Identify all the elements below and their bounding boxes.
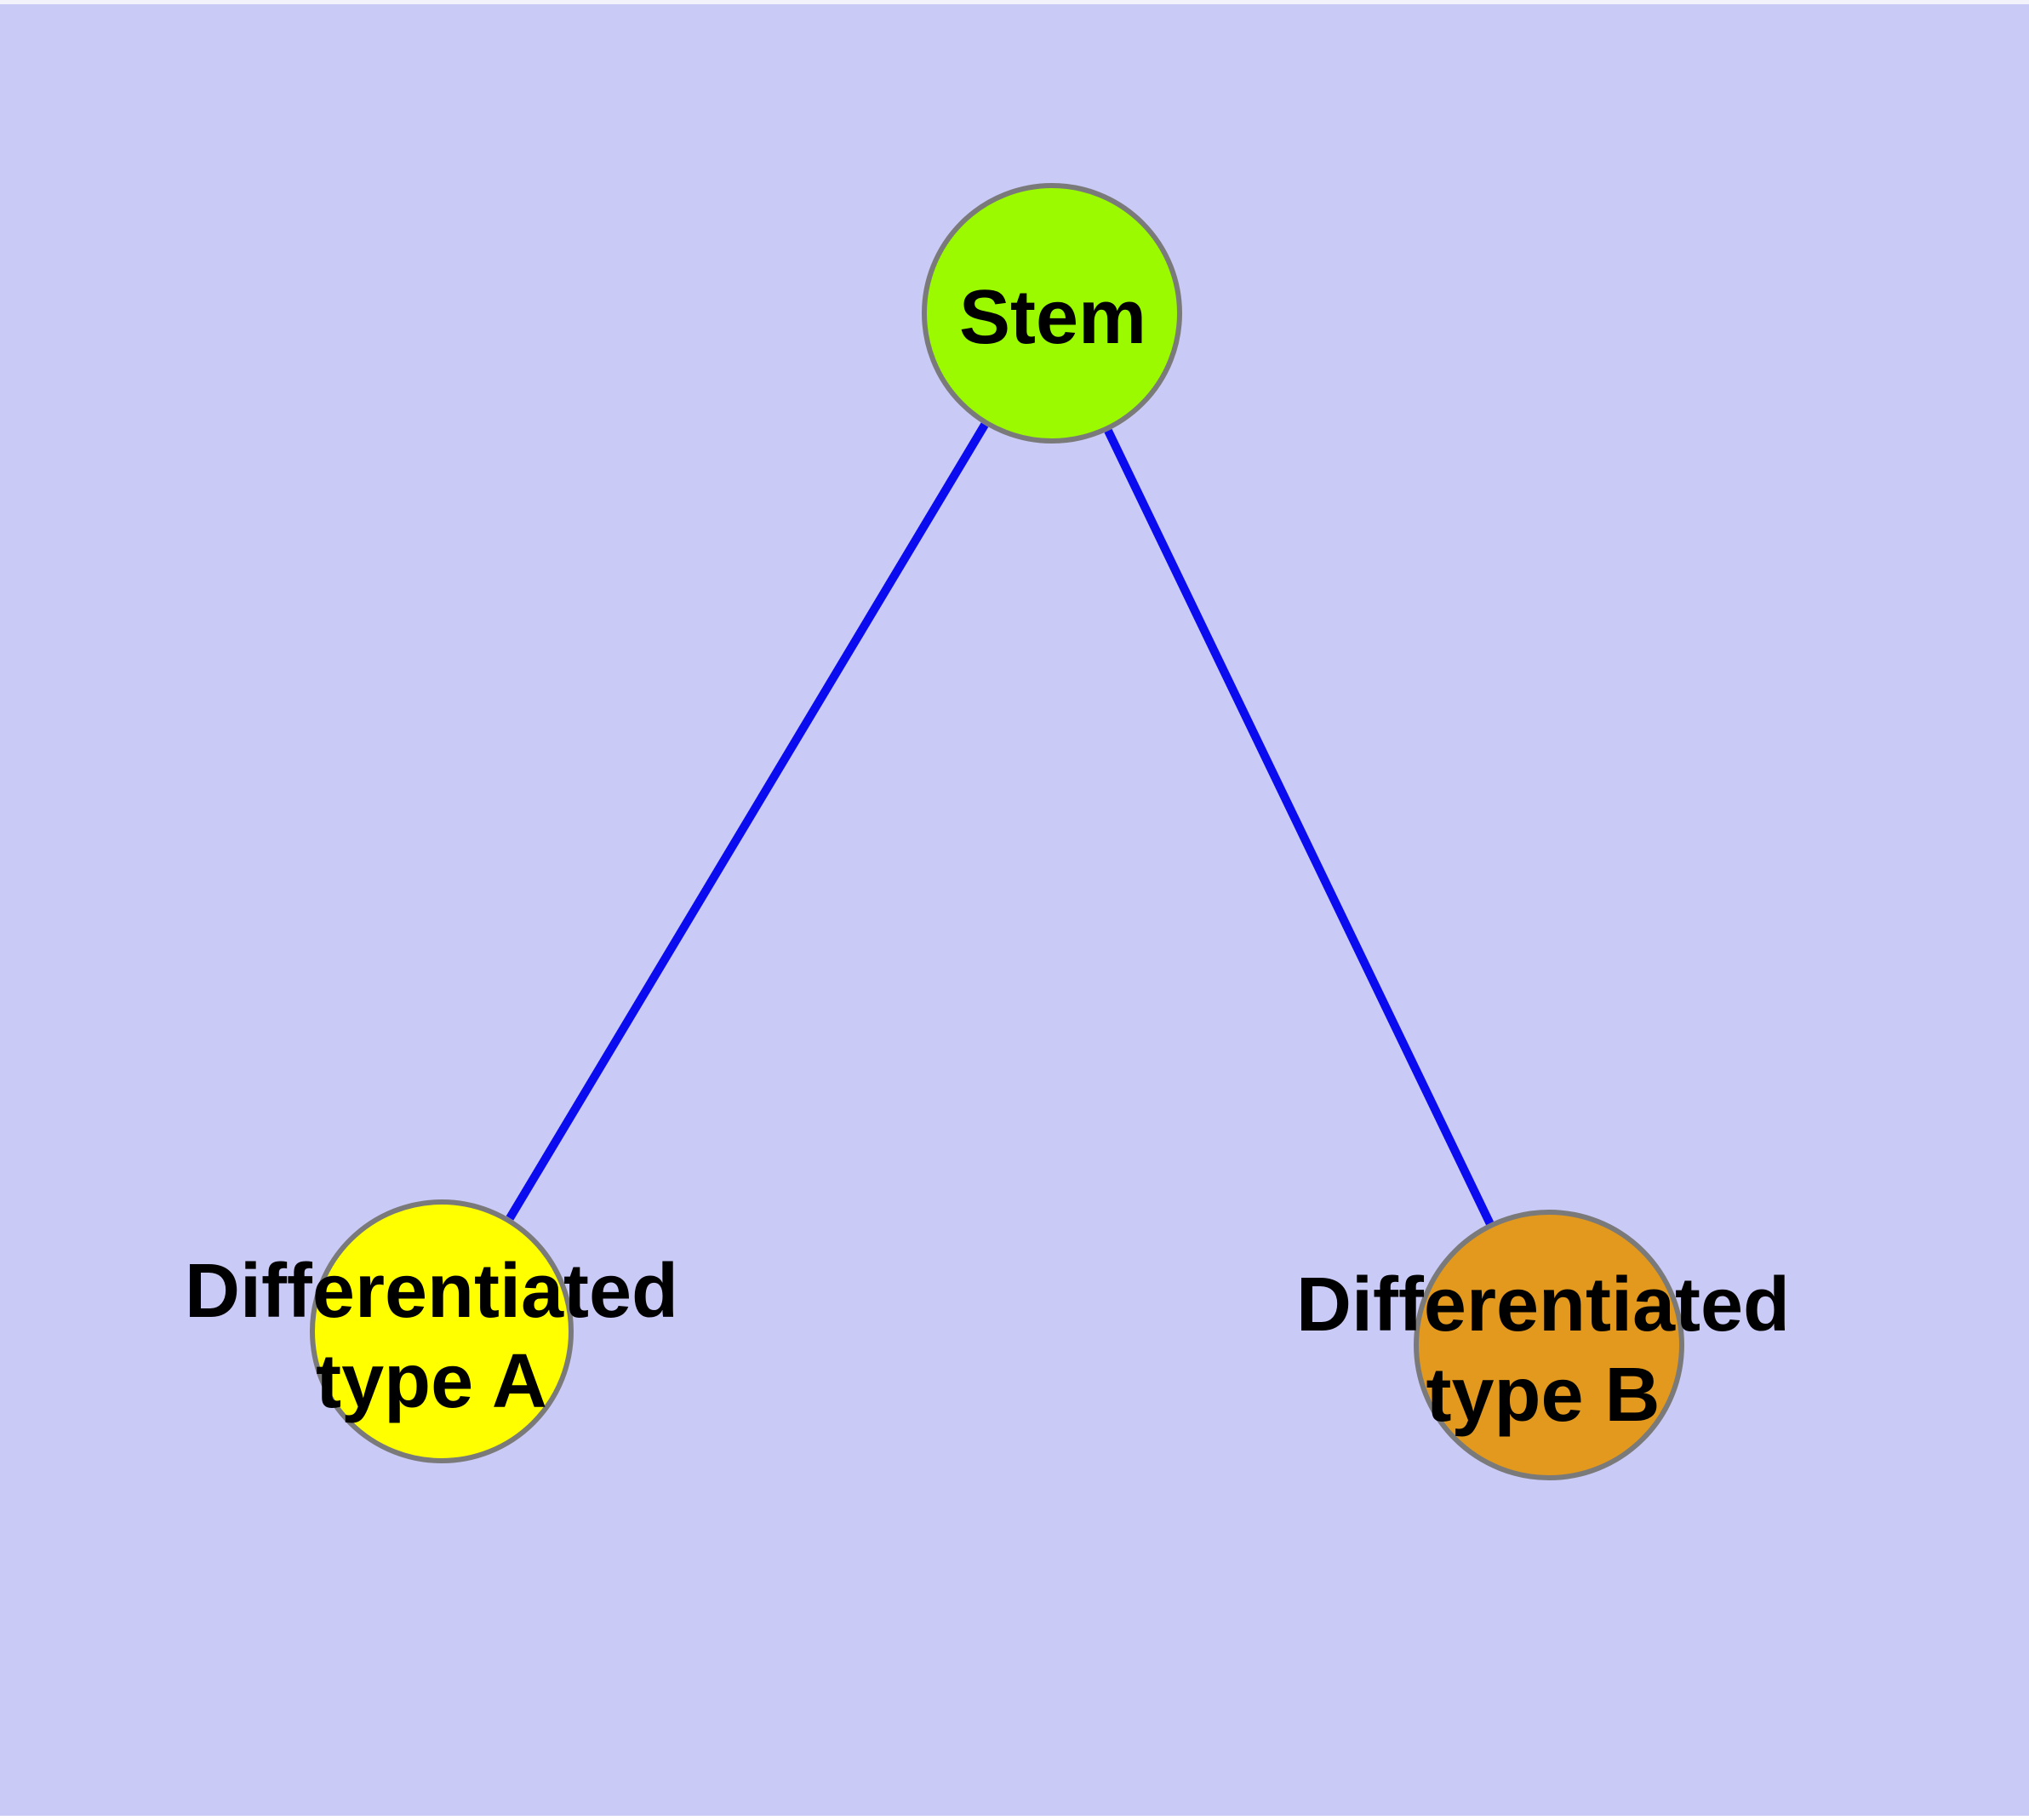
- node-differentiated-type-a-label-line1: Differentiated: [185, 1249, 678, 1334]
- edge-stem-to-type-b: [1104, 428, 1495, 1227]
- node-differentiated-type-b-label-line2: type B: [1426, 1353, 1660, 1438]
- node-differentiated-type-a-circle[interactable]: [310, 1199, 574, 1463]
- node-differentiated-type-a-label-line2: type A: [316, 1339, 547, 1424]
- node-stem-label: Stem: [959, 275, 1146, 360]
- node-stem-circle[interactable]: [922, 183, 1182, 444]
- node-differentiated-type-b-label-line1: Differentiated: [1296, 1262, 1790, 1348]
- node-stem: Stem: [922, 183, 1182, 444]
- edge-stem-to-type-a: [506, 422, 989, 1221]
- node-differentiated-type-b-circle[interactable]: [1414, 1210, 1684, 1480]
- node-differentiated-type-b: Differentiated type B: [1296, 1210, 1790, 1480]
- bottom-frame-strip: [0, 1816, 2029, 1820]
- node-differentiated-type-a: Differentiated type A: [185, 1199, 678, 1463]
- top-frame-strip: [0, 0, 2029, 4]
